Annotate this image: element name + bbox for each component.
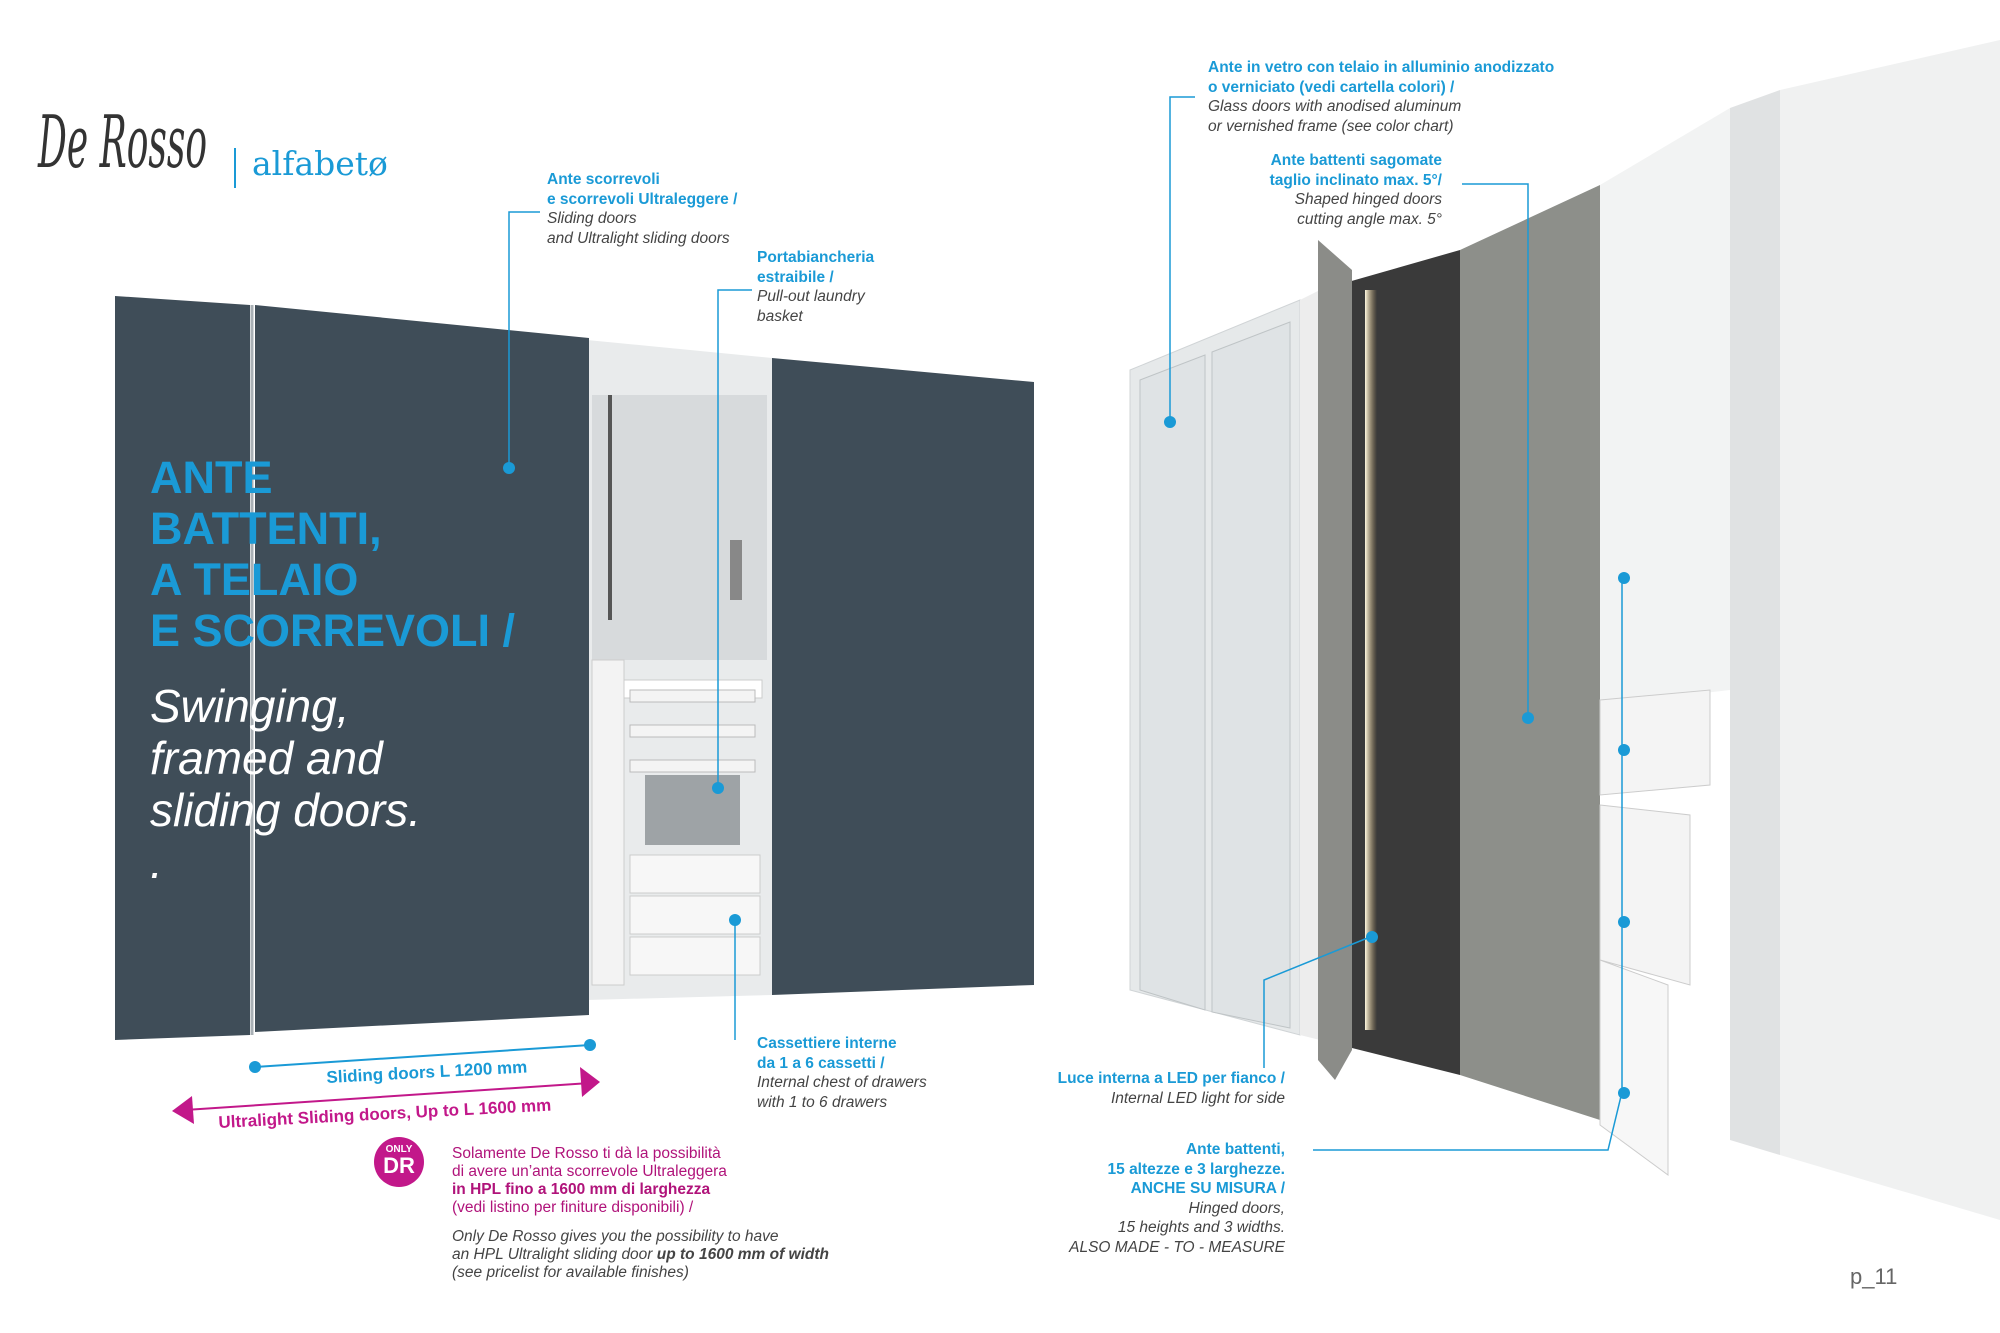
annotation-en: or vernished frame (see color chart) xyxy=(1208,117,1454,135)
right-wardrobe xyxy=(1129,40,2000,1220)
annotation-laundry-basket: Portabiancheria estraibile / Pull-out la… xyxy=(757,248,874,326)
only-dr-en-text: an HPL Ultralight sliding door xyxy=(452,1246,657,1263)
annotation-it: taglio inclinato max. 5°/ xyxy=(1269,171,1442,189)
annotation-en: Internal chest of drawers xyxy=(757,1074,927,1091)
annotation-sliding-doors: Ante scorrevoli e scorrevoli Ultralegger… xyxy=(547,170,737,248)
logo-divider xyxy=(234,148,236,188)
logo-brand: alfabetø xyxy=(252,144,388,183)
page-subtitle: Swinging, framed and sliding doors. . xyxy=(150,680,421,888)
annotation-it: ANCHE SU MISURA / xyxy=(1130,1180,1285,1197)
annotation-en: Shaped hinged doors xyxy=(1294,191,1442,208)
annotation-glass-doors: Ante in vetro con telaio in alluminio an… xyxy=(1208,58,1554,136)
subtitle-line: sliding doors. xyxy=(150,784,422,836)
only-dr-en-bold: up to 1600 mm of width xyxy=(656,1246,830,1263)
annotation-it: Ante battenti, xyxy=(1185,1141,1285,1158)
annotation-en: Glass doors with anodised aluminum xyxy=(1208,98,1462,115)
annotation-en: Hinged doors, xyxy=(1188,1199,1285,1217)
left-wardrobe xyxy=(115,296,1034,1040)
annotation-it: Ante battenti sagomate xyxy=(1270,152,1442,169)
only-dr-en-line: an HPL Ultralight sliding door up to 160… xyxy=(452,1246,829,1264)
title-line: A TELAIO xyxy=(150,554,359,605)
annotation-led-light: Luce interna a LED per fianco / Internal… xyxy=(1058,1069,1285,1108)
annotation-en: Internal LED light for side xyxy=(1110,1089,1285,1107)
annotation-en: Sliding doors xyxy=(547,210,637,227)
annotation-it: o verniciato (vedi cartella colori) / xyxy=(1208,78,1455,96)
only-dr-text-it: Solamente De Rosso ti dà la possibilità … xyxy=(452,1145,782,1217)
title-line: ANTE xyxy=(150,452,273,503)
annotation-en: cutting angle max. 5° xyxy=(1297,210,1442,228)
logo-script: De Rosso xyxy=(38,100,208,184)
subtitle-line: framed and xyxy=(150,732,383,784)
annotation-it: Portabiancheria xyxy=(757,249,875,266)
annotation-en: and Ultralight sliding doors xyxy=(547,229,730,247)
subtitle-line: . xyxy=(150,836,163,888)
only-dr-en-line: (see pricelist for available finishes) xyxy=(452,1264,689,1281)
annotation-it: Luce interna a LED per fianco / xyxy=(1057,1070,1285,1087)
annotation-shaped-doors: Ante battenti sagomate taglio inclinato … xyxy=(1270,151,1442,229)
annotation-it: e scorrevoli Ultraleggere / xyxy=(547,190,738,208)
only-dr-line: (vedi listino per finiture disponibili) … xyxy=(452,1199,694,1216)
badge-large-text: DR xyxy=(383,1153,415,1178)
only-dr-en-line: Only De Rosso gives you the possibility … xyxy=(452,1228,779,1245)
only-dr-text-en: Only De Rosso gives you the possibility … xyxy=(452,1228,829,1282)
page-number: p_11 xyxy=(1850,1264,1898,1289)
badge-small-text: ONLY xyxy=(385,1144,413,1155)
annotation-it: Cassettiere interne xyxy=(757,1035,897,1052)
annotation-it: 15 altezze e 3 larghezze. xyxy=(1107,1160,1285,1178)
page-title: ANTE BATTENTI, A TELAIO E SCORREVOLI / xyxy=(150,452,515,656)
annotation-en: ALSO MADE - TO - MEASURE xyxy=(1069,1238,1285,1256)
annotation-drawers: Cassettiere interne da 1 a 6 cassetti / … xyxy=(757,1034,927,1112)
callout-dots xyxy=(249,416,1630,1099)
annotation-it: estraibile / xyxy=(757,268,834,286)
annotation-it: da 1 a 6 cassetti / xyxy=(757,1054,885,1072)
title-line: BATTENTI, xyxy=(150,503,382,554)
title-line: E SCORREVOLI / xyxy=(150,605,516,656)
annotation-en: Pull-out laundry xyxy=(757,288,865,305)
annotation-en: basket xyxy=(757,307,803,325)
only-dr-badge: ONLY DR xyxy=(374,1137,424,1187)
only-dr-line: Solamente De Rosso ti dà la possibilità xyxy=(452,1145,721,1162)
annotation-en: 15 heights and 3 widths. xyxy=(1117,1219,1285,1236)
annotation-en: with 1 to 6 drawers xyxy=(757,1093,888,1111)
ultralight-arrow xyxy=(172,1067,600,1124)
only-dr-bold-line: in HPL fino a 1600 mm di larghezza xyxy=(452,1181,711,1198)
only-dr-line: di avere un’anta scorrevole Ultraleggera xyxy=(452,1163,727,1180)
subtitle-line: Swinging, xyxy=(150,680,350,732)
annotation-it: Ante in vetro con telaio in alluminio an… xyxy=(1208,59,1555,76)
callout-lines xyxy=(254,96,1623,1151)
annotation-it: Ante scorrevoli xyxy=(547,171,660,188)
annotation-hinged-doors: Ante battenti, 15 altezze e 3 larghezze.… xyxy=(1069,1140,1285,1257)
